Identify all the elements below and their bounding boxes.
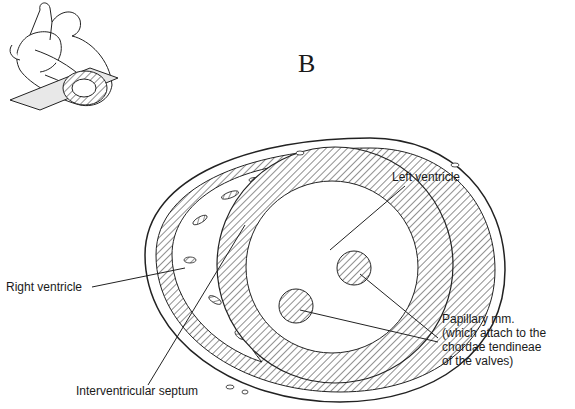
part-label: Left ventricle	[392, 170, 512, 184]
coronary-vessels	[226, 151, 459, 394]
part-label: Papillary mm. (which attach to the chord…	[442, 312, 552, 368]
part-label: Interventricular septum	[76, 384, 246, 398]
papillary-muscle	[337, 251, 371, 285]
panel-letter: B	[298, 50, 338, 78]
part-label: Right ventricle	[6, 280, 106, 294]
papillary-muscle	[279, 289, 313, 323]
inset-heart	[10, 3, 118, 110]
left-ventricle-cavity	[246, 181, 418, 353]
leader-lines	[92, 186, 438, 385]
